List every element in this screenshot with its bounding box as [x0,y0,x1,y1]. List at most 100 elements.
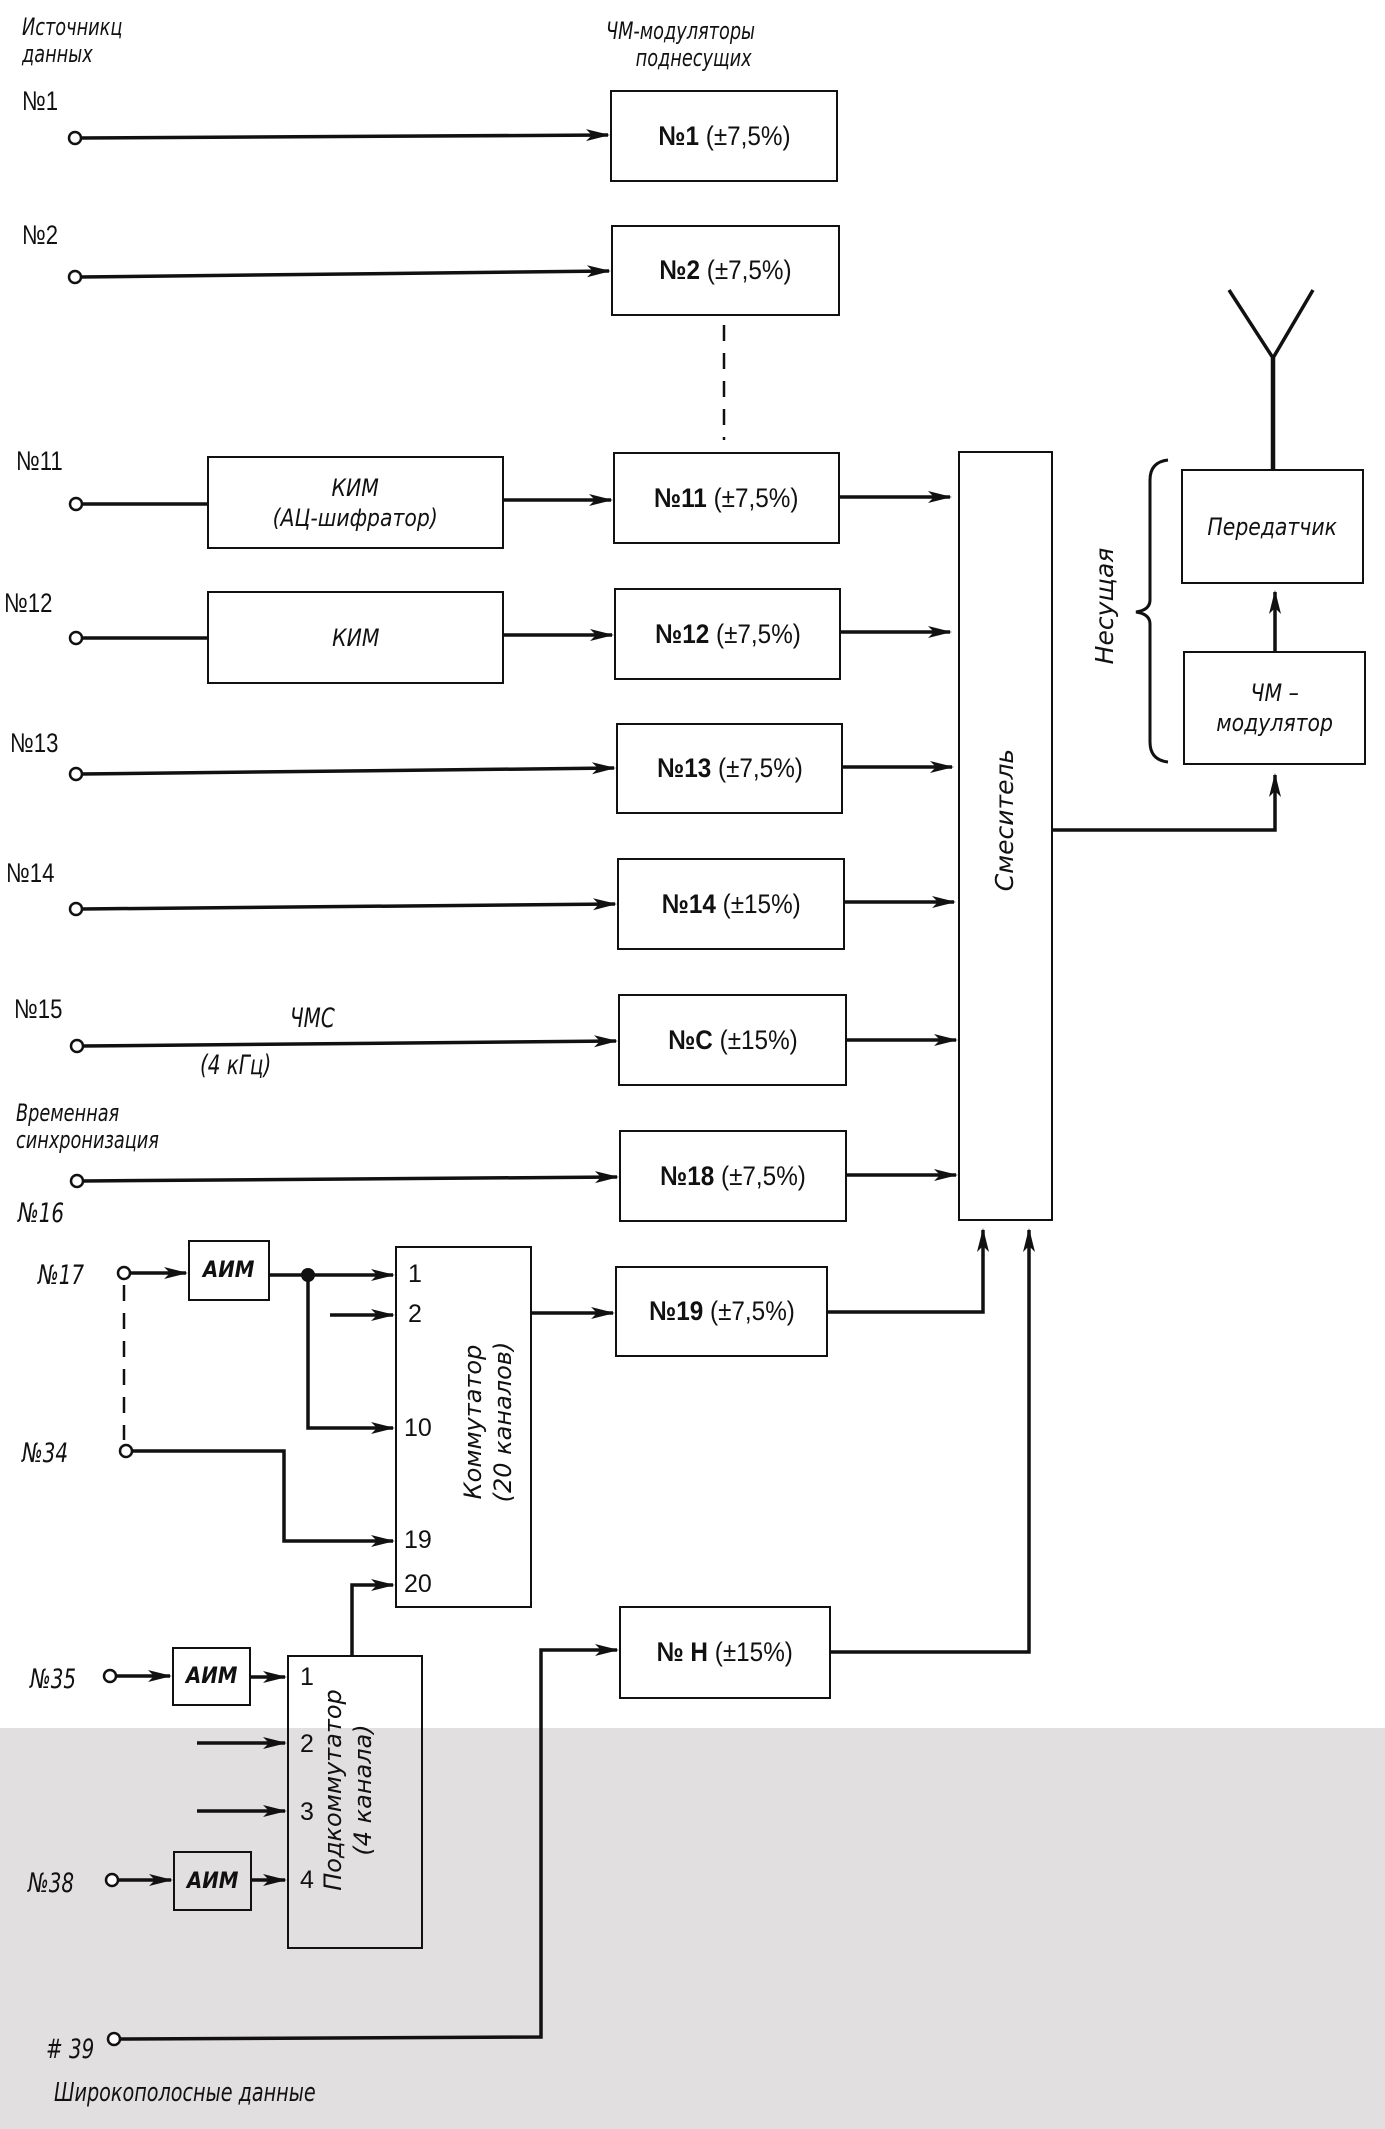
commutator-block [395,1246,532,1608]
mod-number: №13 [656,753,711,783]
pam-block-38: АИМ [173,1851,252,1911]
source-label-34: №34 [22,1438,69,1469]
source-label-16: №16 [18,1198,65,1229]
subcarrier-modulator-19: №19 (±7,5%) [615,1266,828,1357]
pam-block-35: АИМ [172,1647,251,1706]
mod-deviation: (±7,5%) [715,618,801,649]
mod-deviation: (±7,5%) [717,753,803,783]
gray-background-band [0,1728,1385,2129]
commutator-label-line1: Коммутатор [459,1344,487,1500]
source-terminal-15 [69,1038,85,1054]
subcommutator-pin-3: 3 [300,1798,314,1826]
time-sync-terminal [69,1173,85,1189]
transmitter-label: Передатчик [1207,512,1338,541]
source-terminal-35 [102,1668,118,1684]
mod-number: №11 [654,482,708,513]
subcarrier-modulator-12: №12 (±7,5%) [614,588,841,680]
subcarrier-modulator-18: №18 (±7,5%) [619,1130,847,1222]
subcarrier-modulator-11: №11 (±7,5%) [613,452,840,544]
subcarrier-modulator-h: № Н (±15%) [619,1606,831,1699]
mod-deviation: (±7,5%) [713,482,799,513]
mod-deviation: (±7,5%) [705,120,791,151]
source-terminal-39 [106,2031,122,2047]
wire-subcommutator-to-pin20 [350,1579,395,1655]
fms-label: ЧМС [290,1003,335,1034]
junction-dot [301,1268,315,1282]
source-terminal-1 [67,130,83,146]
wire-source-14 [80,898,617,911]
adc-encoder-label: (АЦ-шифратор) [272,503,439,532]
source-label-1: №1 [22,86,59,116]
source-label-35: №35 [30,1664,77,1695]
modulators-header-line1: ЧМ-модуляторы [606,17,756,45]
commutator-pin-2: 2 [408,1300,422,1328]
commutator-pin-10: 10 [404,1414,432,1442]
time-sync-line1: Временная [16,1099,120,1127]
fm-modulator-label-line1: ЧМ – [1250,679,1299,707]
wire-wideband-to-modh [119,1644,619,2041]
wire-mixer-to-fm-modulator [1053,773,1281,832]
mod-deviation: (±7,5%) [720,1160,806,1191]
mod-number: №C [667,1024,713,1055]
subcommutator-block [287,1655,423,1949]
source-terminal-14 [68,901,84,917]
transmitter-block: Передатчик [1181,469,1364,584]
mixer-label: Смеситель [990,748,1019,892]
mod-number: №18 [660,1160,715,1191]
wire-source-15 [81,1035,618,1048]
carrier-label: Несущая [1090,547,1119,665]
source-terminal-13 [68,766,84,782]
source-terminal-12 [68,630,84,646]
subcommutator-pin-4: 4 [300,1866,314,1894]
pcm-encoder-block-12: КИМ [207,591,504,684]
pcm-label: КИМ [331,623,380,652]
source-label-13: №13 [10,728,59,758]
pam-label: АИМ [186,1868,239,1894]
time-sync-label: Временная синхронизация [16,1100,159,1154]
commutator-pin-20: 20 [404,1570,432,1598]
pam-label: АИМ [185,1664,238,1689]
mod-deviation: (±7,5%) [709,1296,795,1326]
wire-source-13 [80,762,616,776]
mod-number: № Н [656,1637,709,1667]
subcommutator-pin-1: 1 [300,1663,314,1691]
mod-number: №14 [661,888,716,919]
source-terminal-34 [118,1443,134,1459]
source-label-17: №17 [38,1260,85,1291]
pam-label: АИМ [203,1258,255,1283]
source-terminal-11 [68,496,84,512]
wire-source34-to-pin19 [132,1449,395,1547]
carrier-brace [1135,458,1169,764]
wire-modh-to-mixer [831,1228,1035,1654]
pam-block-17: АИМ [188,1240,270,1301]
antenna-icon [1227,289,1315,362]
mod-number: №1 [657,120,699,151]
wire-time-sync [81,1171,619,1184]
mod-deviation: (±15%) [722,888,801,919]
source-terminal-2 [67,269,83,285]
source-label-15: №15 [14,994,63,1024]
pcm-label: КИМ [331,473,380,502]
mod-deviation: (±7,5%) [706,255,792,285]
subcommutator-label-line2: (4 канала) [349,1724,377,1856]
commutator-pin-19: 19 [404,1526,432,1554]
source-label-38: №38 [28,1868,75,1899]
mod-deviation: (±15%) [719,1024,798,1055]
subcommutator-pin-2: 2 [300,1730,314,1758]
commutator-label-line2: (20 каналов) [489,1341,517,1503]
subcommutator-label: Подкоммутатор (4 канала) [318,1660,382,1920]
subcarrier-modulator-2: №2 (±7,5%) [611,225,840,316]
mod-number: №12 [654,618,709,649]
fms-frequency-label: (4 кГц) [200,1050,272,1081]
source-label-2: №2 [22,220,59,250]
sources-header: Источникц данных [22,14,122,68]
fm-modulator-block: ЧМ – модулятор [1183,651,1366,765]
time-sync-line2: синхронизация [16,1126,159,1154]
subcarrier-modulator-13: №13 (±7,5%) [616,723,843,814]
wire-source-2 [79,265,611,279]
wire-source-1 [79,129,610,142]
source-label-14: №14 [6,858,55,888]
sources-header-line1: Источникц [22,13,123,41]
source-terminal-38 [104,1872,120,1888]
